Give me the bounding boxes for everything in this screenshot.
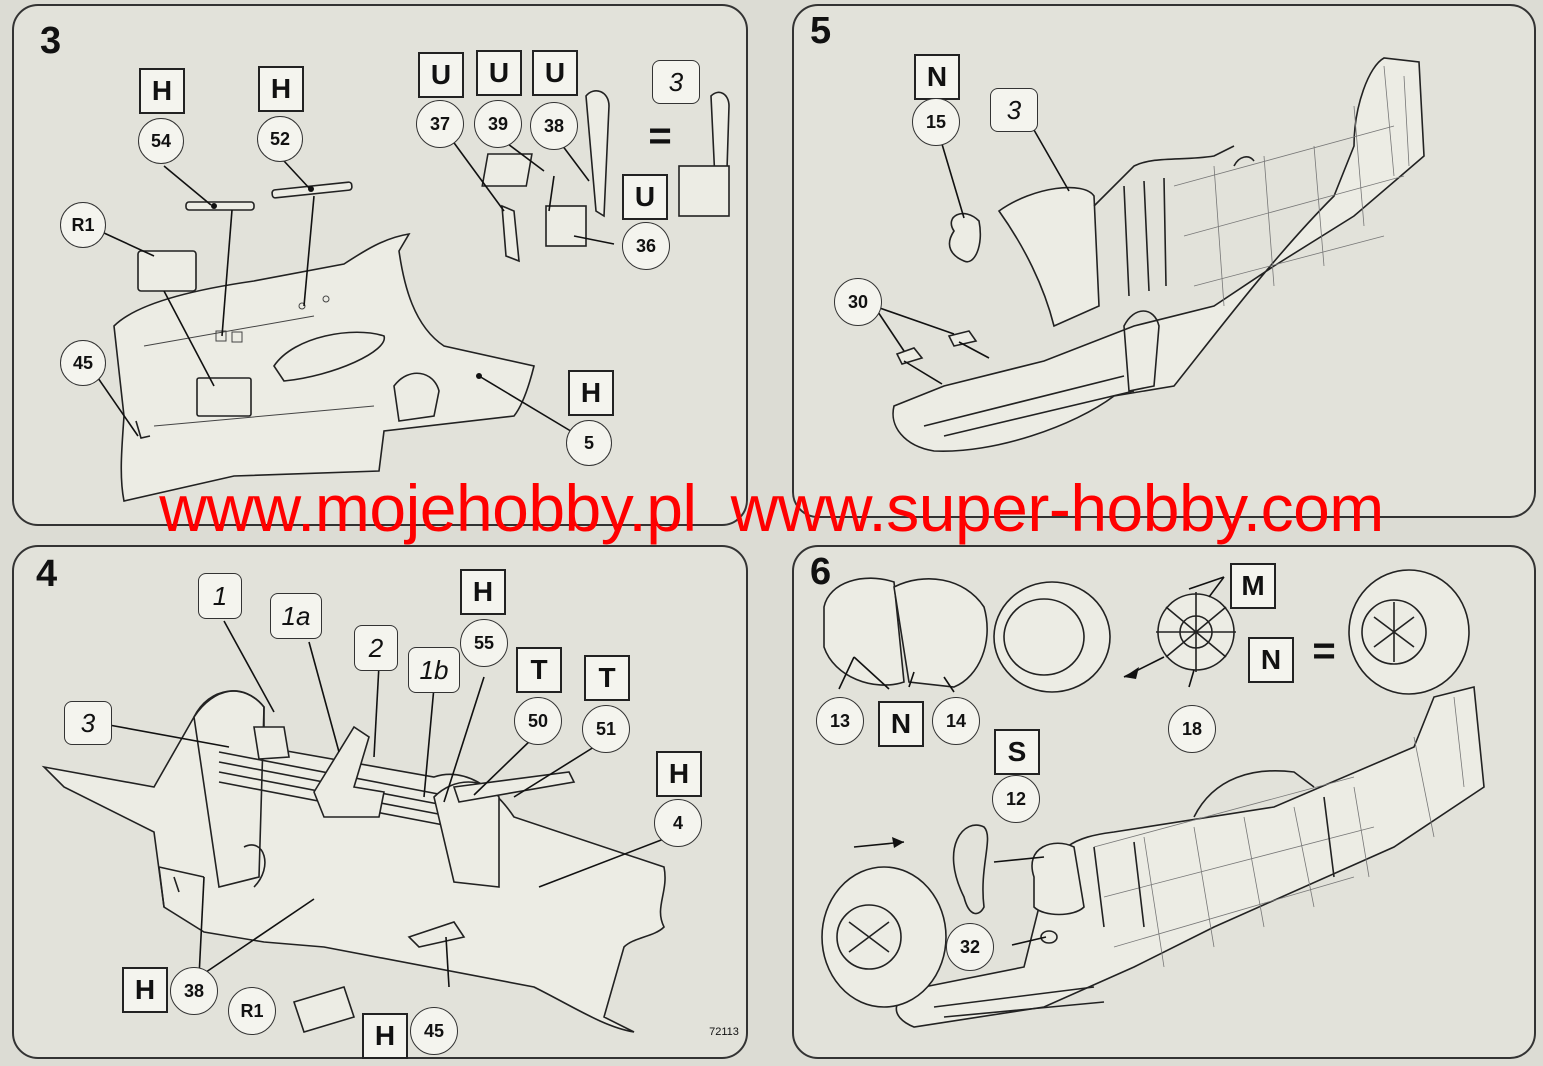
step-number: 6 bbox=[810, 551, 832, 593]
part-tree-h-label: H bbox=[656, 751, 702, 797]
part-45-callout: 45 bbox=[60, 340, 106, 386]
part-tree-u-label: U bbox=[622, 174, 668, 220]
step-3-panel: 3 H 54 H bbox=[12, 4, 748, 526]
part-tree-h-label: H bbox=[568, 370, 614, 416]
step-reference-label: 1a bbox=[270, 593, 322, 639]
step-reference-label: 2 bbox=[354, 625, 398, 671]
part-tree-h-label: H bbox=[122, 967, 168, 1013]
part-14-callout: 14 bbox=[932, 697, 980, 745]
part-52-callout: 52 bbox=[257, 116, 303, 162]
part-13-callout: 13 bbox=[816, 697, 864, 745]
equals-sign: = bbox=[1312, 628, 1336, 673]
part-tree-u-label: U bbox=[476, 50, 522, 96]
part-tree-n-label: N bbox=[878, 701, 924, 747]
part-55-callout: 55 bbox=[460, 619, 508, 667]
step-reference-label: 3 bbox=[64, 701, 112, 745]
step-5-panel: 5 N 15 3 30 bbox=[792, 4, 1536, 518]
part-4-callout: 4 bbox=[654, 799, 702, 847]
part-r1-callout: R1 bbox=[228, 987, 276, 1035]
part-tree-u-label: U bbox=[532, 50, 578, 96]
part-tree-h-label: H bbox=[139, 68, 185, 114]
part-tree-t-label: T bbox=[584, 655, 630, 701]
part-36-callout: 36 bbox=[622, 222, 670, 270]
part-38-callout: 38 bbox=[170, 967, 218, 1015]
part-37-callout: 37 bbox=[416, 100, 464, 148]
part-tree-t-label: T bbox=[516, 647, 562, 693]
part-tree-h-label: H bbox=[362, 1013, 408, 1059]
footer-code: 72113 bbox=[709, 1026, 739, 1038]
part-tree-s-label: S bbox=[994, 729, 1040, 775]
step-6-illustration bbox=[821, 569, 1485, 1028]
part-18-callout: 18 bbox=[1168, 705, 1216, 753]
step-reference-label: 1b bbox=[408, 647, 460, 693]
part-tree-h-label: H bbox=[460, 569, 506, 615]
part-tree-h-label: H bbox=[258, 66, 304, 112]
part-51-callout: 51 bbox=[582, 705, 630, 753]
part-54-callout: 54 bbox=[138, 118, 184, 164]
part-tree-n-label: N bbox=[914, 54, 960, 100]
part-r1-callout: R1 bbox=[60, 202, 106, 248]
step-3-illustration bbox=[97, 90, 730, 502]
part-tree-n-label: N bbox=[1248, 637, 1294, 683]
step-4-panel: 4 1 1a 2 1b H 55 T 50 T 51 3 H 4 H 38 R1… bbox=[12, 545, 748, 1059]
part-5-callout: 5 bbox=[566, 420, 612, 466]
step-reference-label: 3 bbox=[990, 88, 1038, 132]
part-30-callout: 30 bbox=[834, 278, 882, 326]
step-5-illustration bbox=[873, 57, 1425, 452]
part-12-callout: 12 bbox=[992, 775, 1040, 823]
step-reference-label: 3 bbox=[652, 60, 700, 104]
step-4-illustration bbox=[41, 620, 670, 1033]
step-6-panel: 6 bbox=[792, 545, 1536, 1059]
part-15-callout: 15 bbox=[912, 98, 960, 146]
step-number: 3 bbox=[40, 20, 62, 62]
part-32-callout: 32 bbox=[946, 923, 994, 971]
part-50-callout: 50 bbox=[514, 697, 562, 745]
equals-sign: = bbox=[648, 113, 672, 158]
part-tree-u-label: U bbox=[418, 52, 464, 98]
part-38-callout: 38 bbox=[530, 102, 578, 150]
step-reference-label: 1 bbox=[198, 573, 242, 619]
part-tree-m-label: M bbox=[1230, 563, 1276, 609]
step-number: 5 bbox=[810, 10, 832, 52]
step-number: 4 bbox=[36, 553, 58, 595]
part-39-callout: 39 bbox=[474, 100, 522, 148]
part-45-callout: 45 bbox=[410, 1007, 458, 1055]
